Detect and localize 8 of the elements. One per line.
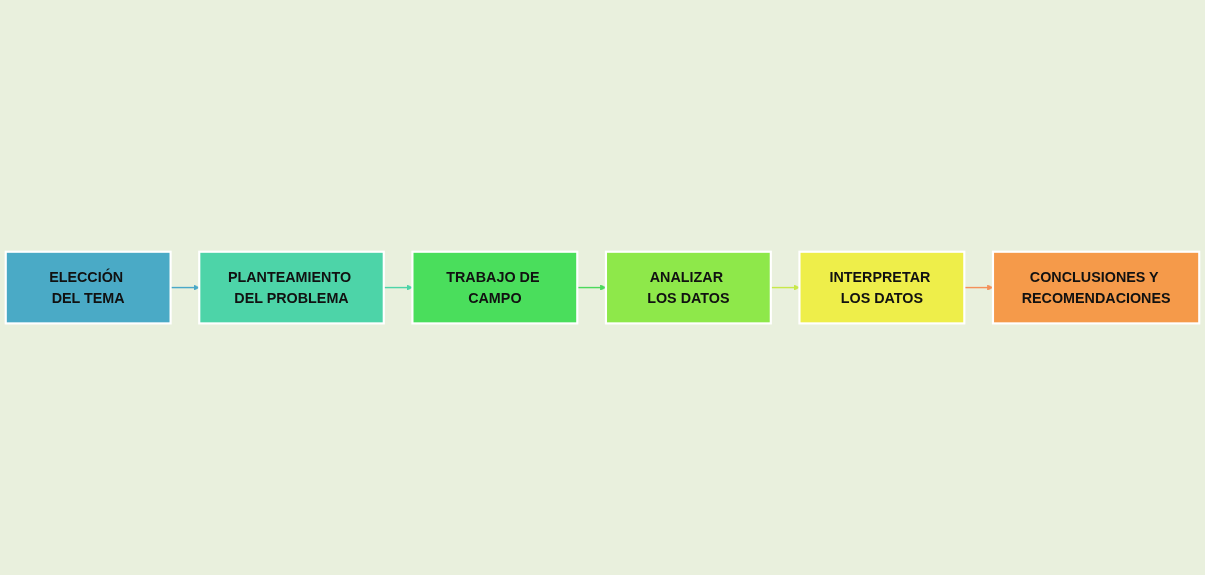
node-box: PLANTEAMIENTO DEL PROBLEMA <box>198 250 385 325</box>
node-box: ELECCIÓN DEL TEMA <box>4 250 172 325</box>
node-box: INTERPRETAR LOS DATOS <box>798 250 966 325</box>
arrow <box>383 284 413 291</box>
node-box: CONCLUSIONES Y RECOMENDACIONES <box>991 250 1201 325</box>
arrow <box>770 284 800 291</box>
node-box: ANALIZAR LOS DATOS <box>604 250 772 325</box>
node-box: TRABAJO DE CAMPO <box>411 250 579 325</box>
